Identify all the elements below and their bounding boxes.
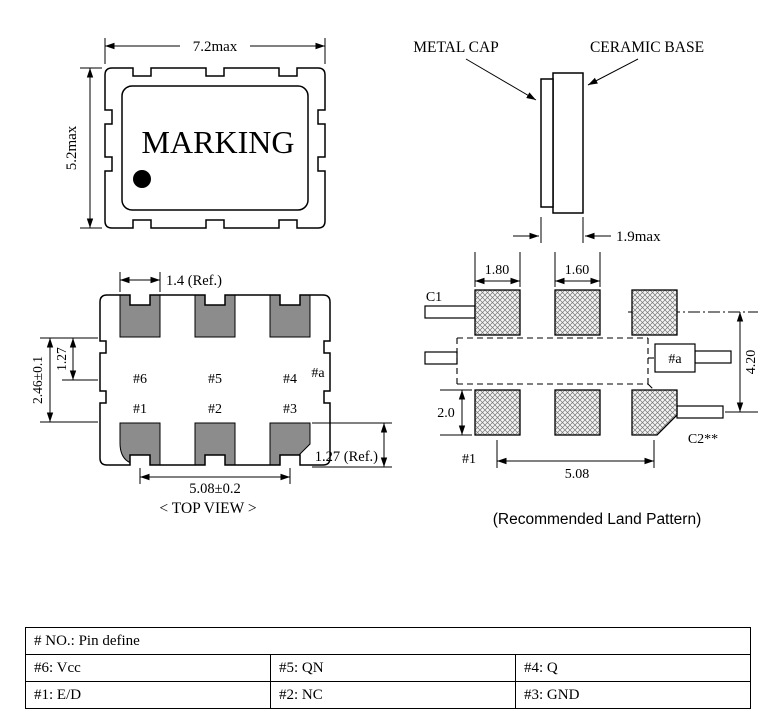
metal-cap-shape — [540, 78, 554, 208]
metal-cap-top-outline — [121, 85, 309, 211]
dim-pad-span-lines — [139, 468, 291, 484]
left-mid-trace — [424, 351, 458, 365]
dim-col-span-lines — [496, 440, 655, 468]
dim-pad-w1-lines — [474, 252, 521, 287]
marking-text: MARKING — [142, 124, 295, 160]
pad-2-label: #2 — [208, 402, 222, 417]
package-outline-view: 7.2max 5.2max MARKING — [64, 38, 326, 229]
pad-a-box — [654, 343, 696, 373]
dim-left-lines — [40, 337, 98, 423]
mechanical-drawings: 7.2max 5.2max MARKING METAL CAP CERAMIC … — [30, 38, 759, 528]
leader-arrows — [465, 58, 639, 101]
dim-pad-span: 5.08±0.2 — [189, 481, 240, 497]
top-view-pads — [119, 294, 311, 466]
land-pattern-caption: (Recommended Land Pattern) — [493, 511, 702, 528]
pin-cell-6: #6: Vcc — [25, 654, 271, 682]
dim-pad-h: 2.0 — [437, 406, 455, 421]
pad-3-label: #3 — [283, 402, 297, 417]
dim-thickness-lines — [513, 217, 611, 243]
top-view-outline — [99, 294, 331, 466]
notch-cutouts — [130, 294, 300, 466]
land-pad-top-2 — [554, 289, 601, 336]
pad-1-label: #1 — [133, 402, 147, 417]
side-view: METAL CAP CERAMIC BASE 1.9max — [413, 39, 704, 245]
pad-5-label: #5 — [208, 372, 222, 387]
dim-package-height: 5.2max — [64, 125, 80, 170]
dim-package-width: 7.2max — [193, 39, 238, 55]
ceramic-base-label: CERAMIC BASE — [590, 39, 704, 56]
land-pad-bottom-3 — [631, 389, 678, 436]
dim-pad-h-lines — [440, 389, 472, 436]
pin-cell-3: #3: GND — [515, 681, 751, 709]
pin-cell-1: #1: E/D — [25, 681, 271, 709]
dim-thickness: 1.9max — [616, 229, 661, 245]
table-header-cell: # NO.: Pin define — [25, 627, 751, 655]
c2-label: C2** — [688, 432, 718, 447]
pin1-dot — [133, 170, 151, 188]
pin-define-table: # NO.: Pin define #6: Vcc #5: QN #4: Q #… — [25, 627, 751, 709]
c1-label: C1 — [426, 290, 442, 305]
c1-trace — [424, 305, 476, 319]
dim-pad-len: 1.27 (Ref.) — [315, 449, 378, 465]
dim-height-lines — [80, 67, 102, 229]
dim-body: 2.46±0.1 — [30, 356, 45, 404]
dim-pad-w1: 1.80 — [485, 263, 510, 278]
top-view: #6 #5 #4 #1 #2 #3 #a 1.4 (Ref.) 2.46±0.1… — [30, 272, 392, 517]
pad-6-label: #6 — [133, 372, 147, 387]
metal-cap-label: METAL CAP — [413, 39, 499, 56]
side-pad-label: #a — [311, 366, 325, 381]
dim-pad-width-lines — [119, 272, 161, 292]
dim-pad-w2-lines — [554, 252, 601, 287]
table-row-top: #6: Vcc #5: QN #4: Q — [25, 654, 751, 682]
dim-row-pitch: 4.20 — [744, 350, 759, 375]
pin-cell-2: #2: NC — [270, 681, 516, 709]
land-pad-top-1 — [474, 289, 521, 336]
land-pad-1-label: #1 — [462, 452, 476, 467]
dim-pad-w2: 1.60 — [565, 263, 590, 278]
land-pads — [474, 289, 678, 436]
dim-width-lines — [104, 38, 326, 64]
land-pad-top-3 — [631, 289, 678, 336]
pin-cell-4: #4: Q — [515, 654, 751, 682]
pad-a-trace — [694, 350, 732, 364]
table-header-row: # NO.: Pin define — [25, 627, 751, 655]
pad-a-label: #a — [668, 352, 682, 367]
pin-cell-5: #5: QN — [270, 654, 516, 682]
dim-half-pitch: 1.27 — [54, 347, 69, 371]
dim-row-pitch-lines — [725, 312, 758, 413]
dim-col-span: 5.08 — [565, 467, 590, 482]
pad-4-label: #4 — [283, 372, 297, 387]
dim-pad-len-lines — [312, 422, 392, 468]
land-pad-bottom-2 — [554, 389, 601, 436]
ceramic-base-shape — [552, 72, 584, 214]
table-row-bottom: #1: E/D #2: NC #3: GND — [25, 681, 751, 709]
land-pad-bottom-1 — [474, 389, 521, 436]
top-view-caption: < TOP VIEW > — [159, 500, 256, 517]
land-pattern-view: #a C1 C2** #1 1.80 1.60 2.0 4.20 — [424, 252, 759, 528]
pad-6-shape — [119, 294, 161, 338]
c2-trace — [676, 405, 724, 419]
dim-pad-width: 1.4 (Ref.) — [166, 273, 222, 289]
